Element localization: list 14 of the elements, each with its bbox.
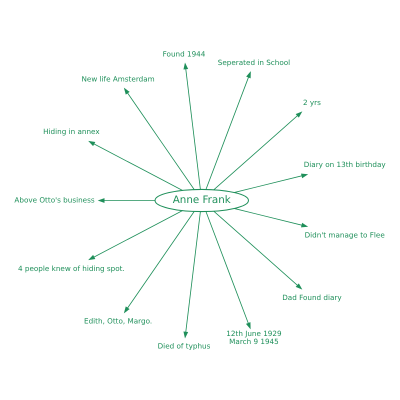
arrow xyxy=(183,210,201,338)
arrow xyxy=(234,173,308,192)
arrow xyxy=(124,210,195,313)
arrow xyxy=(213,210,302,290)
node-ellipse: Anne Frank xyxy=(154,188,249,212)
arrow xyxy=(234,208,308,227)
arrow xyxy=(213,110,302,190)
arrow xyxy=(88,210,184,260)
arrow xyxy=(98,198,156,202)
arrow xyxy=(124,87,195,190)
arrow xyxy=(88,140,184,190)
arrow xyxy=(206,210,251,329)
arrow xyxy=(206,70,251,190)
arrow xyxy=(183,62,201,190)
